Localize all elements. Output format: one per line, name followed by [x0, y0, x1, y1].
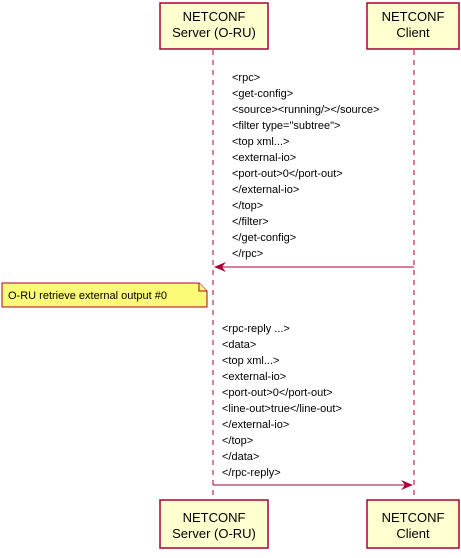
client-participant-top: NETCONF Client: [366, 2, 460, 50]
request-line: </top>: [232, 200, 263, 212]
request-line: <top xml...>: [232, 136, 289, 148]
reply-line: </rpc-reply>: [222, 467, 281, 479]
server-participant-top: NETCONF Server (O-RU): [159, 2, 269, 50]
server-name-line2: Server (O-RU): [172, 25, 256, 40]
request-line: <port-out>0</port-out>: [232, 168, 343, 180]
server-participant-bottom: NETCONF Server (O-RU): [159, 499, 269, 549]
request-line: <external-io>: [232, 152, 296, 164]
request-line: <source><running/></source>: [232, 104, 379, 116]
request-line: <get-config>: [232, 88, 293, 100]
note: O-RU retrieve external output #0: [1, 282, 208, 308]
server-name-line2: Server (O-RU): [172, 526, 256, 541]
client-participant-bottom: NETCONF Client: [366, 499, 460, 549]
server-name-line1: NETCONF: [183, 9, 246, 24]
client-name-line2: Client: [396, 25, 430, 40]
reply-line: <data>: [222, 339, 256, 351]
request-arrowhead: [214, 262, 226, 272]
request-message-text: <rpc> <get-config> <source><running/></s…: [232, 72, 379, 260]
client-name-line2: Client: [396, 526, 430, 541]
request-line: <rpc>: [232, 72, 260, 84]
server-name-line1: NETCONF: [183, 510, 246, 525]
reply-message-text: <rpc-reply ...> <data> <top xml...> <ext…: [222, 323, 342, 479]
note-text: O-RU retrieve external output #0: [8, 290, 167, 302]
reply-line: </top>: [222, 435, 253, 447]
request-line: </rpc>: [232, 248, 263, 260]
client-name-line1: NETCONF: [382, 9, 445, 24]
reply-line: <rpc-reply ...>: [222, 323, 290, 335]
reply-line: <external-io>: [222, 371, 286, 383]
reply-arrowhead: [401, 480, 413, 490]
client-name-line1: NETCONF: [382, 510, 445, 525]
reply-line: <top xml...>: [222, 355, 279, 367]
request-line: </filter>: [232, 216, 269, 228]
reply-line: </data>: [222, 451, 259, 463]
request-line: <filter type="subtree">: [232, 120, 340, 132]
reply-line: </external-io>: [222, 419, 289, 431]
reply-line: <line-out>true</line-out>: [222, 403, 342, 415]
request-line: </get-config>: [232, 232, 296, 244]
request-line: </external-io>: [232, 184, 299, 196]
reply-line: <port-out>0</port-out>: [222, 387, 333, 399]
